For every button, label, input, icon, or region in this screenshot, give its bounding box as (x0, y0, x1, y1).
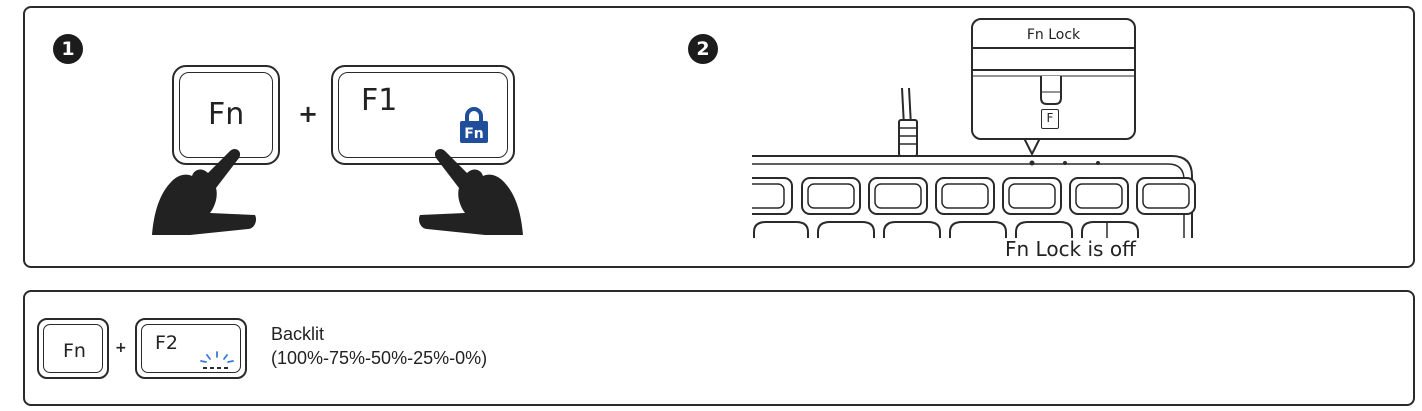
backlit-levels: (100%-75%-50%-25%-0%) (271, 348, 488, 368)
f1-key-label: F1 (361, 83, 398, 118)
keyboard-key (868, 177, 928, 215)
step-1-badge: 1 (53, 34, 83, 64)
plus-sign: + (298, 100, 319, 128)
callout-title: Fn Lock (1026, 27, 1081, 43)
keyboard-key (1136, 177, 1196, 215)
keyboard-key (1002, 177, 1062, 215)
fn-key: Fn (37, 318, 109, 379)
fn-lock-instructions-panel: 1 Fn + F1 Fn 2 (23, 6, 1415, 268)
pointing-hand-icon (418, 148, 523, 235)
status-led (1029, 160, 1035, 166)
backlit-label: Backlit (271, 324, 325, 344)
fn-key-label: Fn (63, 340, 86, 362)
fn-lock-callout: Fn Lock F (971, 18, 1136, 140)
fn-lock-status-caption: Fn Lock is off (1005, 237, 1136, 261)
step-2-badge: 2 (688, 34, 718, 64)
keyboard-key (935, 177, 995, 215)
usb-cable (898, 119, 918, 157)
fn-key-label: Fn (208, 97, 245, 132)
keyboard-key (801, 177, 861, 215)
backlight-icon (200, 351, 234, 369)
pointing-hand-icon (152, 148, 257, 235)
fn-lock-icon: Fn (460, 107, 488, 143)
f-key-symbol: F (1041, 109, 1059, 129)
fn-key-cap (43, 324, 103, 373)
keyboard-illustration (752, 87, 1196, 238)
backlit-shortcut-panel: Fn + F2 Backlit (100%-75%-50%-25%-0%) (23, 290, 1415, 406)
keyboard-key (1069, 177, 1129, 215)
status-led (1063, 161, 1067, 165)
f1-key-cap (338, 72, 508, 158)
callout-led-detail (973, 47, 1134, 105)
fn-lock-icon-label: Fn (464, 126, 484, 142)
led-indicator-off (1040, 76, 1062, 105)
keyboard-key (752, 177, 793, 215)
status-led (1096, 161, 1100, 165)
f1-key: F1 (331, 65, 515, 165)
f2-key-label: F2 (155, 332, 179, 354)
f2-key: F2 (135, 318, 247, 379)
plus-sign: + (115, 340, 127, 356)
f2-key-cap (141, 324, 241, 373)
keyboard-body-outline (752, 155, 1193, 238)
